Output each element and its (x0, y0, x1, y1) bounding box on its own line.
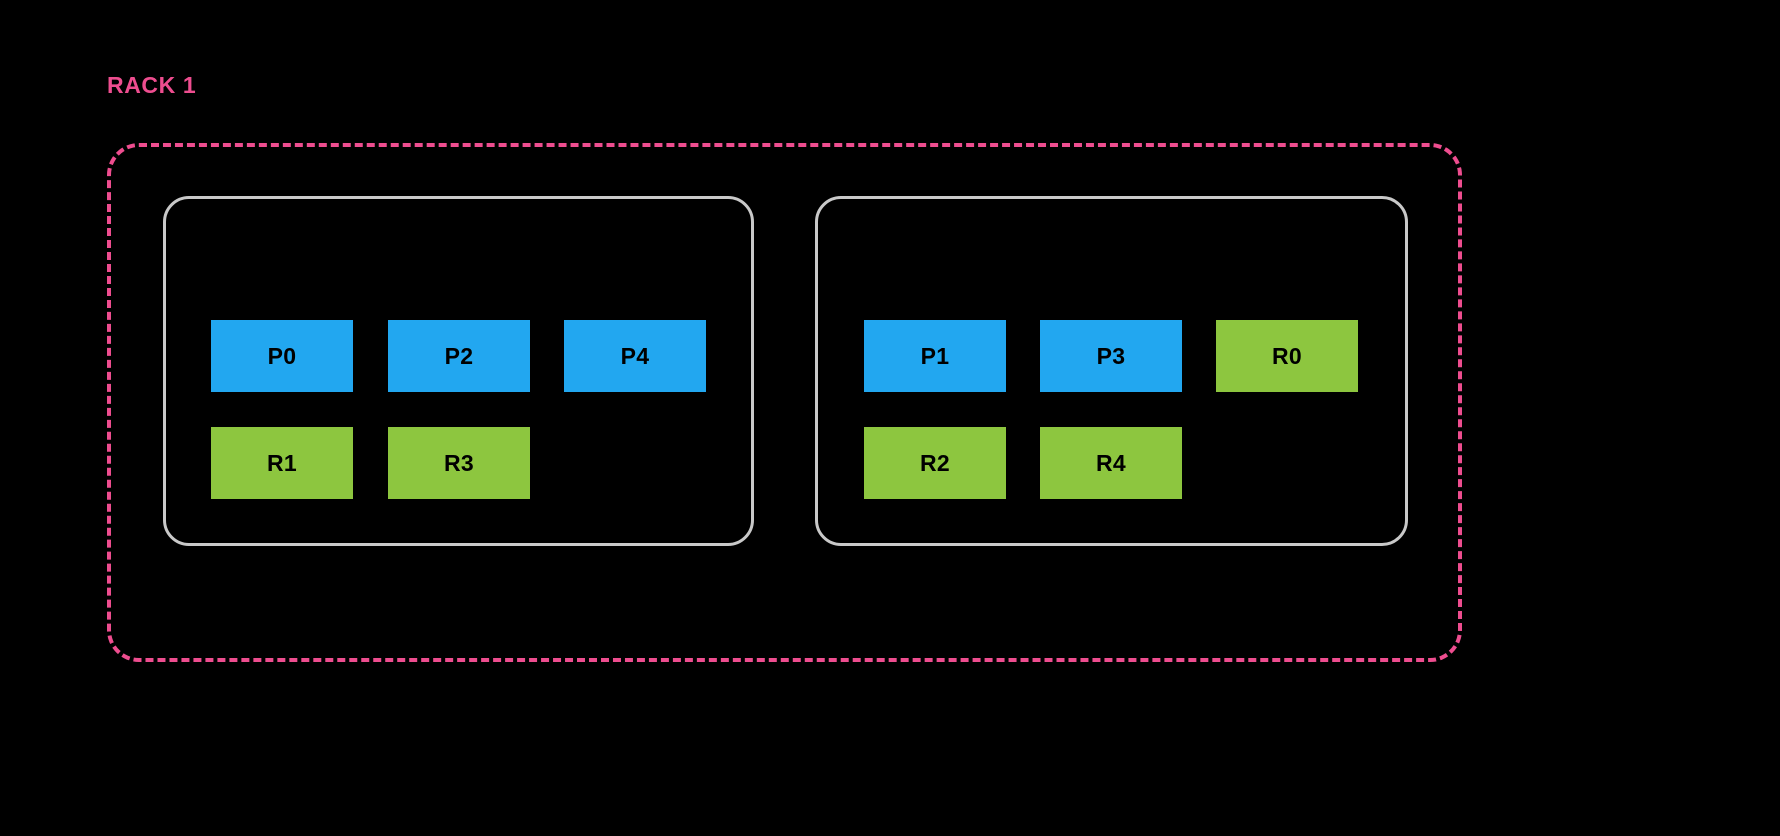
node-panel-left (163, 196, 754, 546)
partition-block-p1[interactable]: P1 (864, 320, 1006, 392)
replica-block-r2[interactable]: R2 (864, 427, 1006, 499)
replica-block-r1[interactable]: R1 (211, 427, 353, 499)
rack-label: RACK 1 (107, 72, 197, 98)
partition-block-p4[interactable]: P4 (564, 320, 706, 392)
replica-block-r0[interactable]: R0 (1216, 320, 1358, 392)
partition-block-p3[interactable]: P3 (1040, 320, 1182, 392)
partition-block-p2[interactable]: P2 (388, 320, 530, 392)
partition-block-p0[interactable]: P0 (211, 320, 353, 392)
rack-boundary (107, 143, 1462, 662)
replica-block-r3[interactable]: R3 (388, 427, 530, 499)
replica-block-r4[interactable]: R4 (1040, 427, 1182, 499)
node-panel-right (815, 196, 1408, 546)
